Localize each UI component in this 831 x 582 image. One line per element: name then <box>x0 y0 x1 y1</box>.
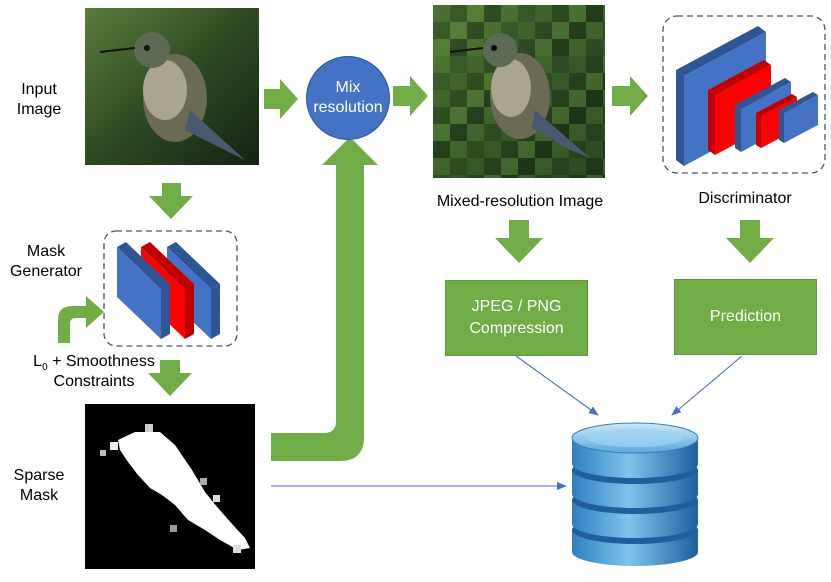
constraints-label-line1: L0 + Smoothness <box>20 352 168 374</box>
green-arrows <box>58 76 774 461</box>
mixed-resolution-image <box>433 5 605 178</box>
prediction-box-label: Prediction <box>709 308 782 325</box>
sparse-mask-label-line1: Sparse <box>13 467 65 484</box>
mask-generator-frame <box>103 230 238 347</box>
database-icon <box>571 422 699 566</box>
input-image <box>85 8 259 165</box>
discriminator-frame <box>662 15 826 174</box>
discriminator-label: Discriminator <box>698 190 792 207</box>
connector-lines <box>271 355 743 490</box>
sparse-mask-image <box>85 404 255 569</box>
compression-box-line1: JPEG / PNG <box>471 298 562 315</box>
compression-box: JPEG / PNG Compression <box>445 280 588 356</box>
mix-resolution-node: Mix resolution <box>306 56 390 140</box>
constraint-l: L <box>33 353 43 370</box>
input-image-label-line1: Input <box>21 81 57 98</box>
input-image-label: Input Image <box>10 80 68 120</box>
mask-generator-label-line2: Generator <box>9 263 83 280</box>
mixed-resolution-image-label: Mixed-resolution Image <box>436 193 604 210</box>
discriminator-layers <box>676 26 818 166</box>
prediction-box: Prediction <box>674 279 817 355</box>
mask-generator-layers <box>117 242 220 339</box>
constraint-rest: + Smoothness <box>47 353 155 370</box>
mix-resolution-node-line2: resolution <box>313 99 383 116</box>
mix-resolution-node-line1: Mix <box>335 79 361 96</box>
sparse-mask-label-line2: Mask <box>19 487 59 504</box>
compression-box-line2: Compression <box>469 320 564 337</box>
constraints-label-line2: Constraints <box>53 373 135 390</box>
sparse-mask-label: Sparse Mask <box>6 466 72 506</box>
constraint-sub: 0 <box>42 362 48 374</box>
input-image-label-line2: Image <box>16 101 62 118</box>
constraints-label: L0 + Smoothness Constraints <box>20 352 168 392</box>
mask-generator-label-line1: Mask <box>26 243 66 260</box>
mask-generator-label: Mask Generator <box>2 242 90 282</box>
